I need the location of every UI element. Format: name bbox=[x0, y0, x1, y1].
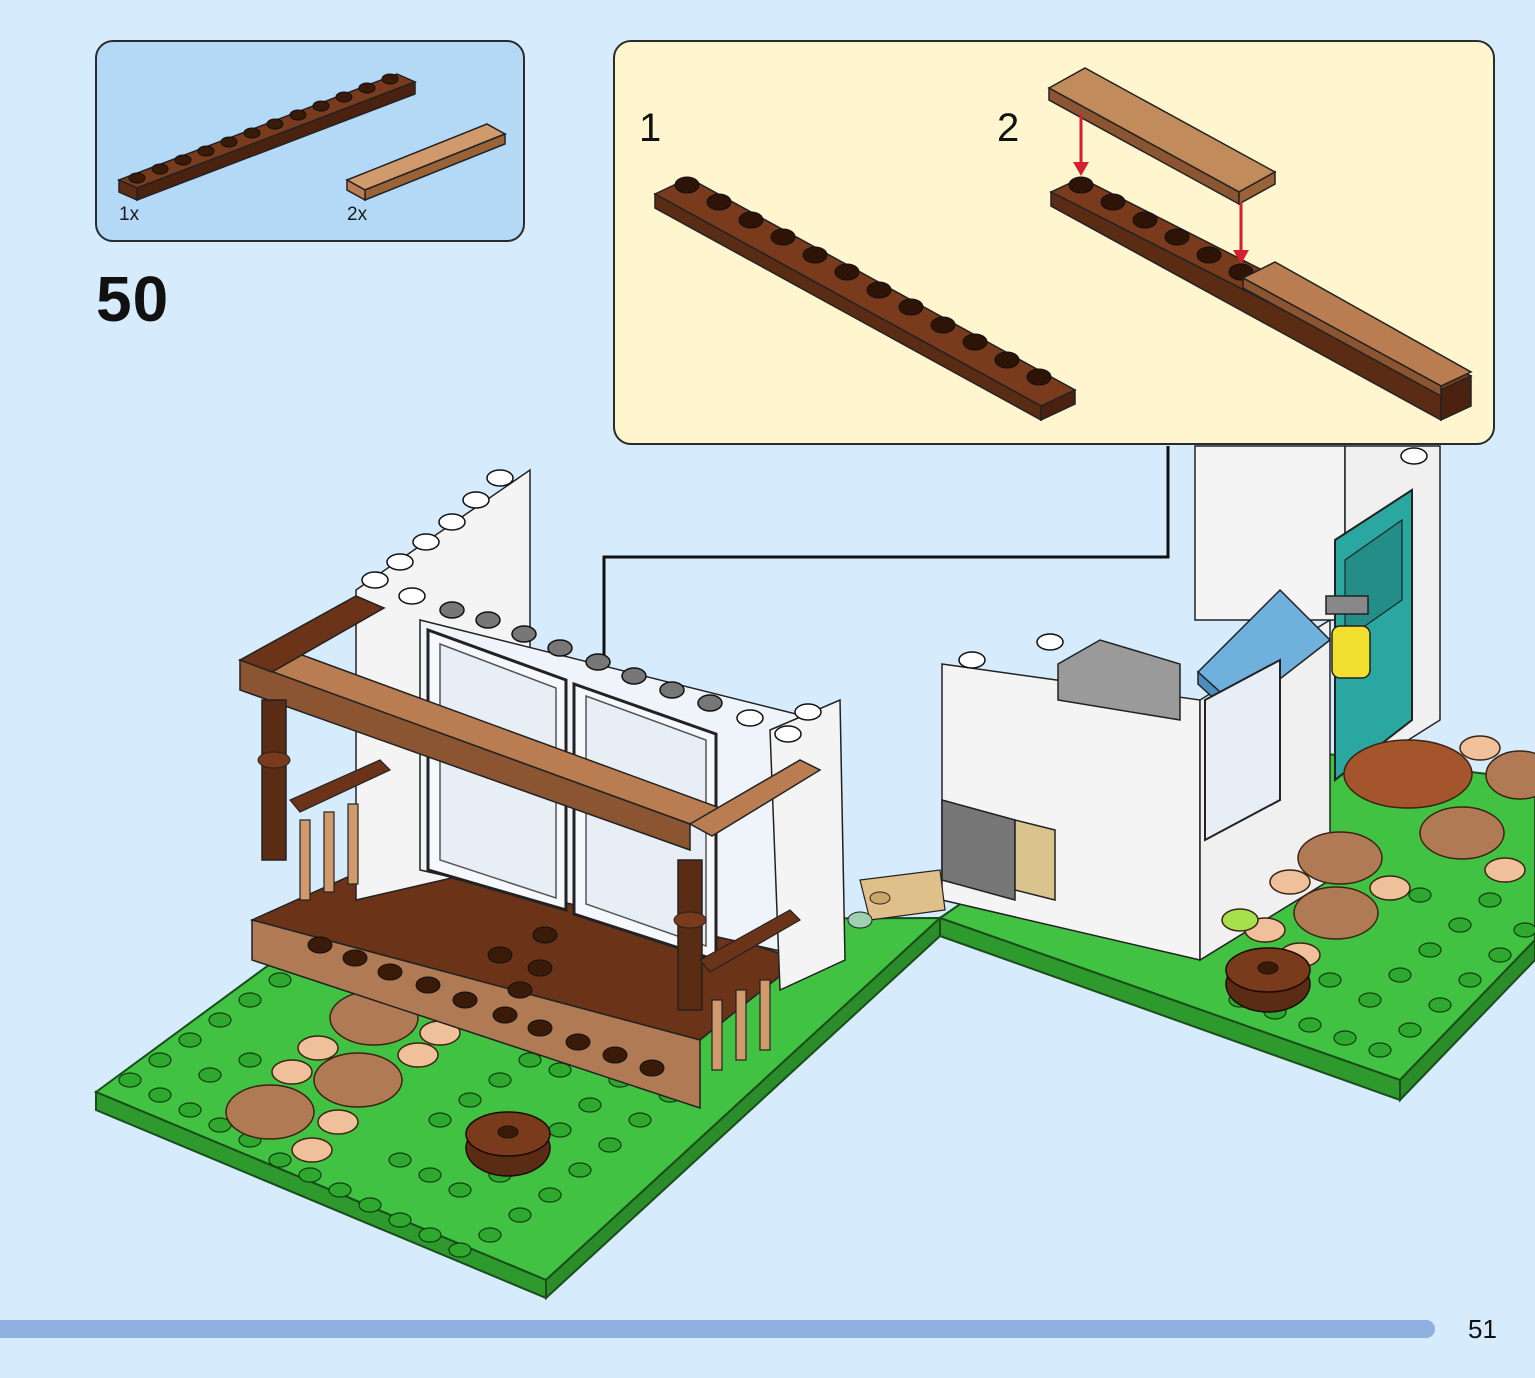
porch-roof-beam-side-right bbox=[688, 759, 822, 837]
right-path-stones bbox=[1221, 735, 1535, 968]
parts-list-box: 1x 2x bbox=[95, 40, 525, 242]
step-number: 50 bbox=[96, 263, 170, 335]
part-quantity-1: 1x bbox=[119, 204, 140, 225]
porch-pillar-left bbox=[257, 699, 291, 861]
substep-1-studs bbox=[674, 176, 1052, 386]
substep-2-floating-tile bbox=[1047, 67, 1277, 206]
page-number: 51 bbox=[1468, 1314, 1497, 1344]
callout-connector bbox=[602, 446, 1170, 735]
brown-plate-part bbox=[117, 73, 417, 202]
right-round-brick-brown bbox=[1225, 947, 1311, 1013]
left-path-stones bbox=[225, 990, 461, 1163]
gray-roof-block bbox=[1057, 639, 1181, 721]
substep-label-2: 2 bbox=[997, 106, 1020, 150]
brown-plate-studs bbox=[128, 73, 399, 184]
part-quantity-2: 2x bbox=[347, 204, 368, 225]
porch-pillar-right bbox=[673, 859, 707, 1011]
yellow-lantern bbox=[1325, 595, 1371, 679]
porch-roof-beam-side-left bbox=[238, 595, 386, 673]
right-building-window bbox=[1204, 658, 1281, 842]
model-illustration bbox=[93, 445, 1535, 1301]
substep-2-attached-tile bbox=[1241, 261, 1473, 398]
substep-callout: 1 2 bbox=[613, 40, 1495, 445]
wall-top-studs bbox=[361, 469, 822, 743]
plate-connector bbox=[847, 869, 946, 929]
right-baseplate-studs bbox=[1228, 887, 1535, 1058]
substep-2-studs bbox=[1068, 176, 1254, 281]
parts-illustration bbox=[117, 73, 507, 202]
progress-bar bbox=[0, 1320, 1435, 1338]
gray-window-top-studs bbox=[439, 601, 723, 712]
porch-deck-studs bbox=[307, 926, 665, 1077]
round-brick-brown bbox=[465, 1111, 551, 1177]
porch-railing bbox=[289, 759, 801, 1071]
substep-label-1: 1 bbox=[639, 106, 662, 150]
tan-tile-part bbox=[345, 123, 507, 202]
substep-illustration bbox=[653, 67, 1473, 422]
placement-arrows bbox=[1073, 114, 1249, 264]
